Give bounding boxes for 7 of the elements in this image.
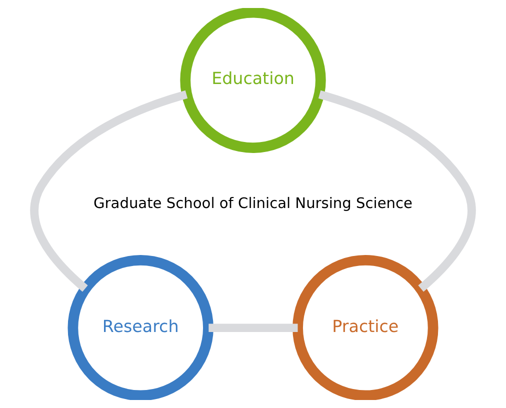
node-circle: Education [180,8,326,153]
connector [318,90,476,292]
connector [208,324,298,332]
label: Graduate School of Clinical Nursing Science [94,194,412,212]
node-circle: Research [68,255,214,400]
node-circle: Practice [292,255,438,400]
connector [30,90,188,292]
